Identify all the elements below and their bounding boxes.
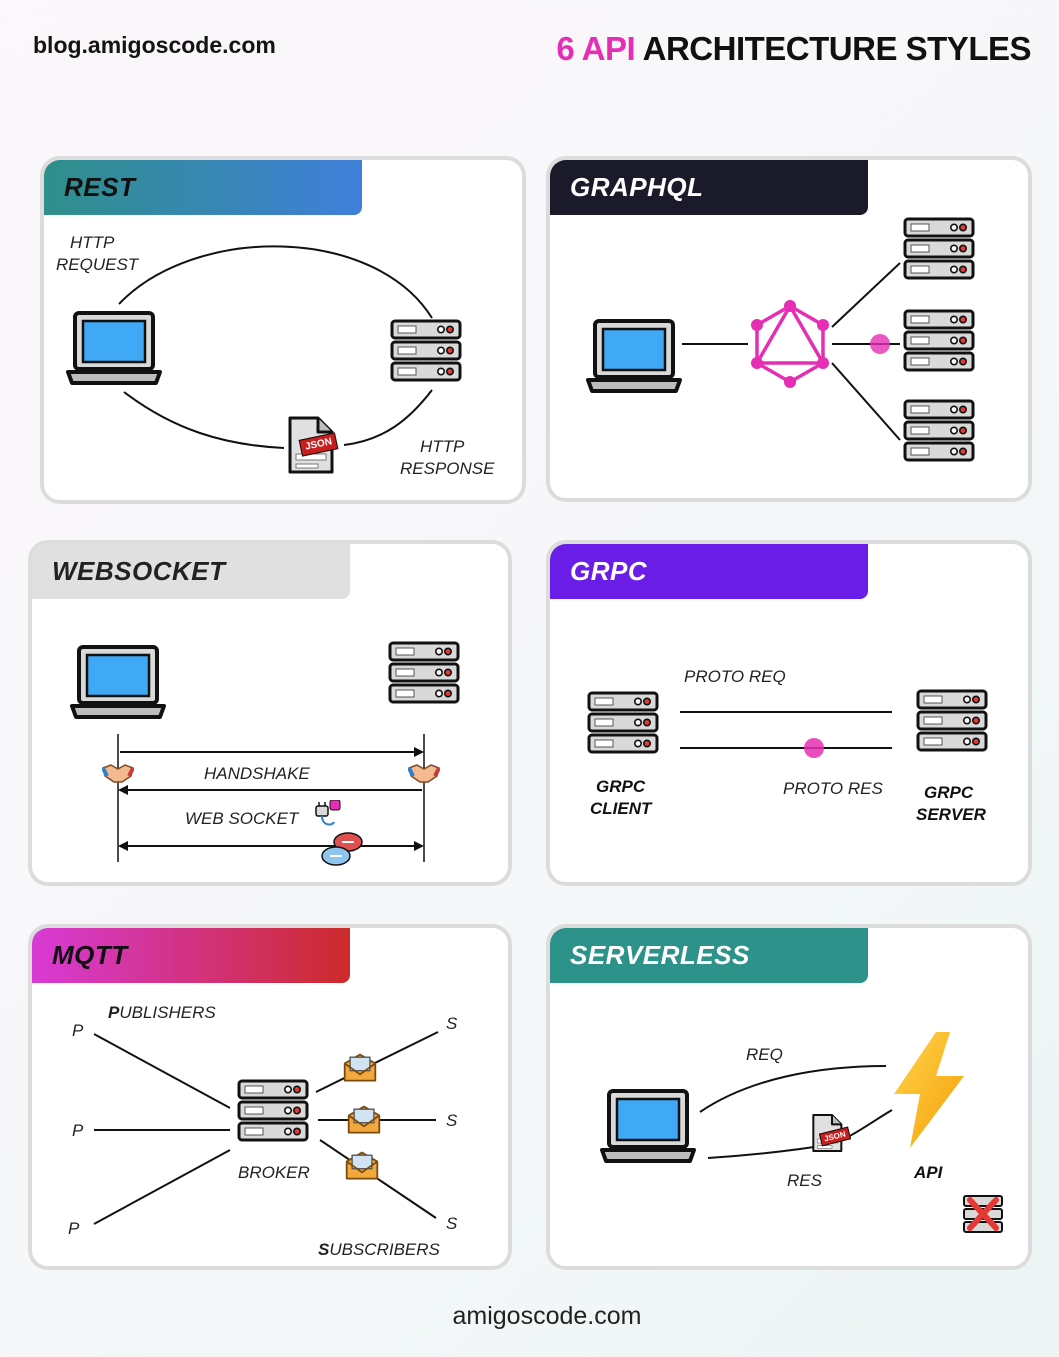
proto-req-label: PROTO REQ bbox=[684, 667, 786, 686]
plug-icon bbox=[315, 800, 341, 826]
envelope-icon bbox=[346, 1104, 382, 1136]
grpc-links bbox=[680, 711, 892, 758]
serverless-banner bbox=[550, 928, 868, 983]
serverless-req-label: REQ bbox=[746, 1045, 783, 1064]
page-title: 6 API ARCHITECTURE STYLES bbox=[556, 30, 1031, 68]
subscribers-label: SUBSCRIBERS bbox=[318, 1240, 440, 1259]
laptop-icon bbox=[586, 318, 682, 396]
web-socket-label: WEB SOCKET bbox=[185, 809, 299, 828]
serverless-title: SERVERLESS bbox=[570, 940, 750, 970]
graphql-title: GRAPHQL bbox=[570, 172, 704, 202]
subscriber-s3: S bbox=[446, 1214, 458, 1233]
site-url[interactable]: blog.amigoscode.com bbox=[33, 32, 276, 58]
server-icon bbox=[915, 688, 989, 754]
broker-label: BROKER bbox=[238, 1163, 310, 1182]
laptop-icon bbox=[70, 644, 166, 722]
no-server-icon bbox=[963, 1195, 1003, 1233]
serverless-panel: SERVERLESS REQ RES JSON API bbox=[546, 924, 1032, 1270]
server-icon bbox=[389, 318, 463, 384]
grpc-banner bbox=[550, 544, 868, 599]
mqtt-panel: MQTT PUBLISHERS P P P S S S SUBSCRIBERS … bbox=[28, 924, 512, 1270]
websocket-title: WEBSOCKET bbox=[52, 556, 226, 586]
lightning-icon bbox=[894, 1032, 964, 1148]
websocket-banner bbox=[32, 544, 350, 599]
laptop-icon bbox=[600, 1088, 696, 1166]
chat-bubbles-icon bbox=[321, 832, 363, 866]
websocket-arrows bbox=[117, 734, 425, 862]
footer-url[interactable]: amigoscode.com bbox=[452, 1302, 642, 1330]
handshake-label: HANDSHAKE bbox=[204, 764, 310, 783]
subscriber-s1: S bbox=[446, 1014, 458, 1033]
handshake-icon bbox=[408, 762, 440, 784]
server-icon bbox=[586, 690, 660, 756]
publisher-p2: P bbox=[72, 1121, 84, 1140]
graphql-logo-icon bbox=[753, 302, 827, 385]
websocket-panel: WEBSOCKET HANDSHAKE WEB SOCKET bbox=[28, 540, 512, 886]
laptop-icon bbox=[66, 310, 162, 388]
title-text: ARCHITECTURE STYLES bbox=[642, 30, 1032, 67]
server-icon bbox=[902, 308, 976, 374]
grpc-title: GRPC bbox=[570, 556, 648, 586]
envelope-icon bbox=[344, 1150, 380, 1182]
subscriber-s2: S bbox=[446, 1111, 458, 1130]
handshake-icon bbox=[102, 762, 134, 784]
proto-res-label: PROTO RES bbox=[783, 779, 883, 798]
rest-arrows bbox=[118, 245, 433, 449]
graphql-links bbox=[682, 262, 901, 441]
graphql-query-dot bbox=[870, 334, 890, 354]
rest-banner bbox=[44, 160, 362, 215]
envelope-icon bbox=[342, 1052, 378, 1084]
rest-title: REST bbox=[64, 172, 136, 202]
graphql-panel: GRAPHQL bbox=[546, 156, 1032, 502]
publishers-label: PUBLISHERS bbox=[108, 1003, 216, 1022]
server-icon bbox=[902, 216, 976, 282]
publisher-p3: P bbox=[68, 1219, 80, 1238]
server-icon bbox=[387, 640, 461, 706]
server-icon bbox=[236, 1078, 310, 1144]
serverless-res-label: RES bbox=[787, 1171, 822, 1190]
publisher-p1: P bbox=[72, 1021, 84, 1040]
graphql-banner bbox=[550, 160, 868, 215]
grpc-response-dot bbox=[804, 738, 824, 758]
mqtt-banner bbox=[32, 928, 350, 983]
title-accent: 6 API bbox=[556, 30, 636, 67]
server-icon bbox=[902, 398, 976, 464]
serverless-api-label: API bbox=[914, 1163, 943, 1182]
mqtt-title: MQTT bbox=[52, 940, 128, 970]
